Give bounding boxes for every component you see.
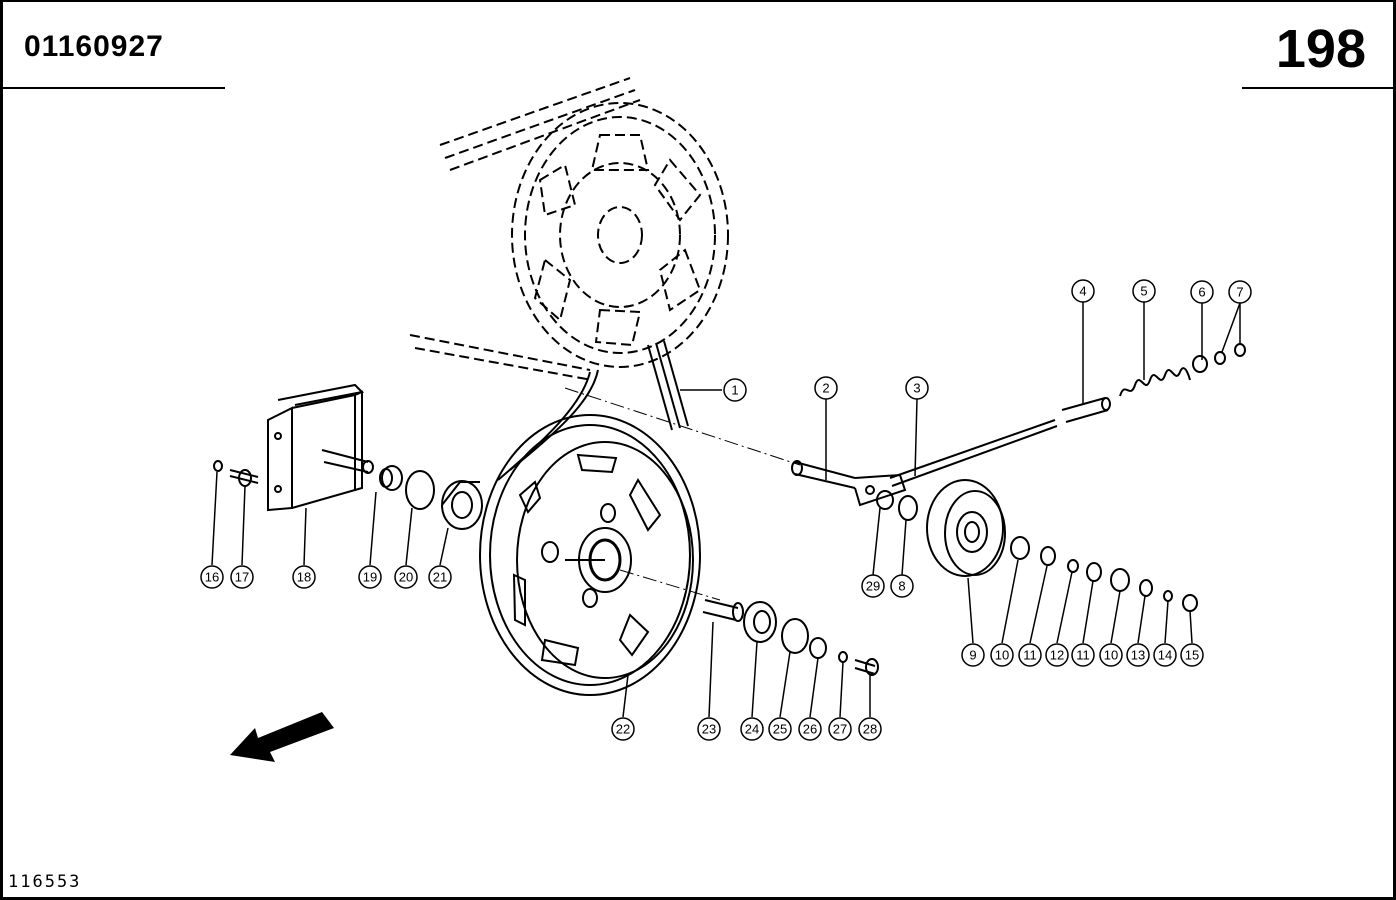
callout-9: 9: [961, 643, 985, 667]
svg-text:17: 17: [235, 570, 249, 585]
svg-text:15: 15: [1185, 648, 1199, 663]
svg-text:10: 10: [1104, 648, 1118, 663]
svg-text:2: 2: [822, 381, 829, 396]
callout-27: 27: [828, 717, 852, 741]
svg-text:1: 1: [731, 383, 738, 398]
svg-text:13: 13: [1131, 648, 1145, 663]
svg-text:29: 29: [866, 579, 880, 594]
callout-10b: 10: [1099, 643, 1123, 667]
svg-text:4: 4: [1079, 284, 1086, 299]
callout-11b: 11: [1071, 643, 1095, 667]
svg-text:3: 3: [913, 381, 920, 396]
svg-text:10: 10: [995, 648, 1009, 663]
svg-text:16: 16: [205, 570, 219, 585]
svg-text:26: 26: [803, 722, 817, 737]
title-underline-left: [3, 87, 225, 89]
svg-text:27: 27: [833, 722, 847, 737]
frame-top-border: [0, 0, 1396, 2]
callout-25: 25: [768, 717, 792, 741]
tension-rod-assembly: [791, 343, 1246, 507]
callout-1: 1: [723, 378, 747, 402]
svg-text:23: 23: [702, 722, 716, 737]
svg-text:18: 18: [297, 570, 311, 585]
frame-left-border: [0, 0, 3, 900]
callout-13: 13: [1126, 643, 1150, 667]
bushing-ring-bearing-left: [379, 465, 483, 530]
callout-22: 22: [611, 717, 635, 741]
callout-4: 4: [1071, 279, 1095, 303]
title-underline-right: [1242, 87, 1396, 89]
callout-3: 3: [905, 376, 929, 400]
callout-10: 10: [990, 643, 1014, 667]
svg-text:8: 8: [898, 579, 905, 594]
svg-text:28: 28: [863, 722, 877, 737]
callout-2: 2: [814, 376, 838, 400]
svg-text:7: 7: [1236, 285, 1243, 300]
callout-24: 24: [740, 717, 764, 741]
callout-12: 12: [1045, 643, 1069, 667]
callout-leader-lines: [211, 302, 1241, 718]
bolt-and-washer-left: [213, 460, 259, 487]
callout-14: 14: [1153, 643, 1177, 667]
part-number-title: 01160927: [24, 30, 164, 63]
svg-text:11: 11: [1076, 648, 1090, 663]
svg-text:9: 9: [969, 648, 976, 663]
svg-text:21: 21: [433, 570, 447, 585]
callout-15: 15: [1180, 643, 1204, 667]
upper-pulley-phantom: [409, 77, 729, 381]
callout-7: 7: [1228, 280, 1252, 304]
mounting-bracket: [267, 383, 374, 512]
callout-5: 5: [1132, 279, 1156, 303]
drawing-number: 116553: [8, 872, 82, 892]
callout-8: 8: [890, 574, 914, 598]
svg-text:22: 22: [616, 722, 630, 737]
callout-29: 29: [861, 574, 885, 598]
assembly-axis-line: [564, 387, 801, 601]
callout-11: 11: [1018, 643, 1042, 667]
svg-text:5: 5: [1140, 284, 1147, 299]
frame-right-border: [1393, 0, 1396, 900]
callout-bubbles: 1 2 3 4 5 6 7 8 9 10 11 12 11 10 13 14 1…: [200, 279, 1252, 741]
page-number-title: 198: [1275, 19, 1366, 79]
main-pulley: [479, 414, 701, 696]
callout-17: 17: [230, 565, 254, 589]
callout-16: 16: [200, 565, 224, 589]
callout-18: 18: [292, 565, 316, 589]
callout-19: 19: [358, 565, 382, 589]
svg-text:6: 6: [1198, 285, 1205, 300]
svg-text:19: 19: [363, 570, 377, 585]
callout-6: 6: [1190, 280, 1214, 304]
svg-text:20: 20: [399, 570, 413, 585]
idler-pulley-assembly: [876, 479, 1006, 577]
hub-parts: [702, 599, 879, 676]
svg-text:11: 11: [1023, 648, 1037, 663]
callout-26: 26: [798, 717, 822, 741]
callout-21: 21: [428, 565, 452, 589]
svg-text:24: 24: [745, 722, 759, 737]
callout-20: 20: [394, 565, 418, 589]
svg-text:12: 12: [1050, 648, 1064, 663]
callout-23: 23: [697, 717, 721, 741]
direction-arrow-icon: [230, 712, 334, 762]
svg-text:25: 25: [773, 722, 787, 737]
callout-28: 28: [858, 717, 882, 741]
svg-text:14: 14: [1158, 648, 1172, 663]
frame-bottom-border: [0, 897, 1396, 900]
